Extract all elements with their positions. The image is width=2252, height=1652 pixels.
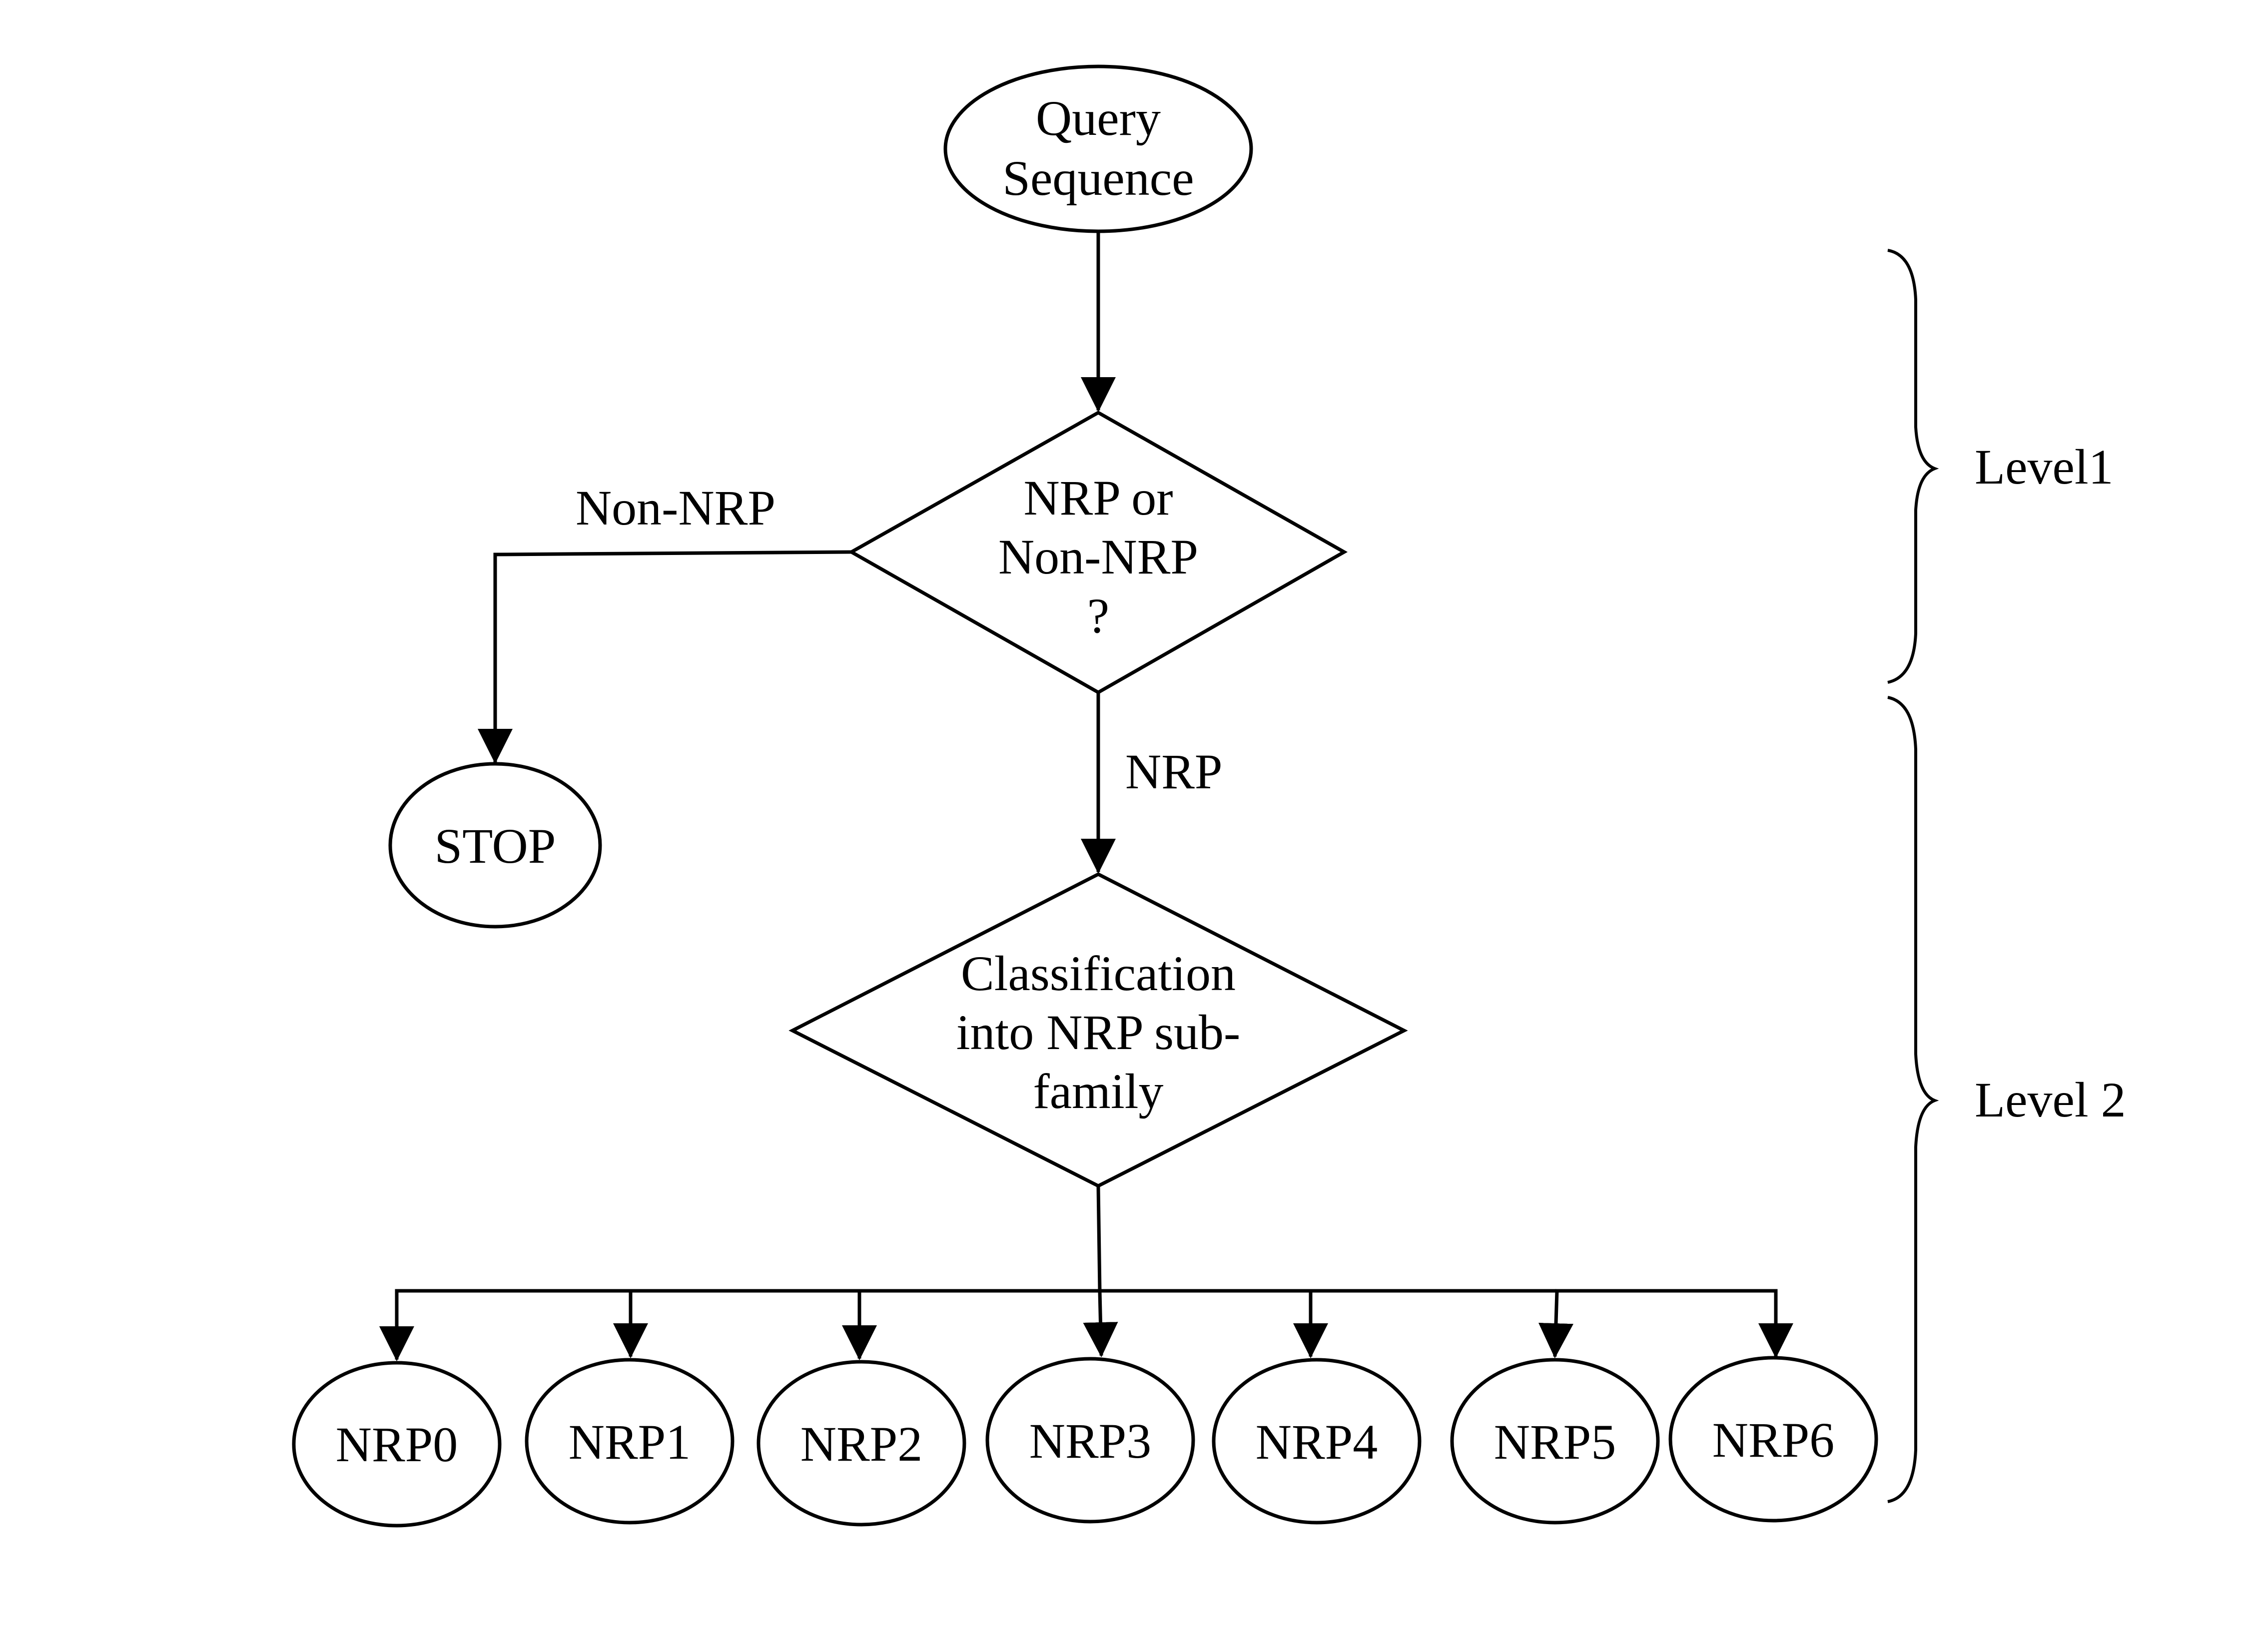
nrp1-node: NRP1 <box>525 1358 735 1525</box>
classification-line-3: family <box>1033 1064 1163 1119</box>
nrp-decision-line-2: Non-NRP <box>998 529 1198 584</box>
query-sequence-node: Query Sequence <box>943 64 1253 233</box>
stop-label: STOP <box>435 818 556 874</box>
level1-label: Level1 <box>1975 439 2114 495</box>
nrp4-node: NRP4 <box>1212 1358 1422 1525</box>
arrow-to-nrp3 <box>1083 1289 1118 1357</box>
nrp1-label: NRP1 <box>569 1414 691 1470</box>
nrp-decision-line-3: ? <box>1087 588 1109 643</box>
nrp4-label: NRP4 <box>1256 1414 1378 1470</box>
nrp5-node: NRP5 <box>1450 1358 1660 1525</box>
nrp6-label: NRP6 <box>1712 1412 1835 1468</box>
stop-node: STOP <box>388 762 602 929</box>
nrp-decision-line-1: NRP or <box>1023 470 1173 526</box>
connector-classification-trunk <box>1096 1184 1102 1293</box>
nrp3-label: NRP3 <box>1029 1413 1152 1469</box>
arrow-non-nrp-to-stop <box>478 550 853 764</box>
level1-brace <box>1887 249 1939 684</box>
arrow-to-nrp5 <box>1538 1289 1573 1358</box>
classification-line-2: into NRP sub- <box>956 1005 1241 1060</box>
nrp2-node: NRP2 <box>756 1360 966 1527</box>
query-sequence-line-2: Sequence <box>1002 150 1194 206</box>
level2-label: Level 2 <box>1975 1072 2126 1127</box>
nrp-decision-node: NRP or Non-NRP ? <box>847 410 1348 695</box>
non-nrp-edge-label: Non-NRP <box>576 480 775 536</box>
nrp0-label: NRP0 <box>336 1417 458 1472</box>
classification-line-1: Classification <box>961 946 1236 1001</box>
nrp3-node: NRP3 <box>985 1357 1195 1524</box>
nrp-edge-label: NRP <box>1125 744 1223 799</box>
query-sequence-line-1: Query <box>1036 90 1161 146</box>
nrp6-node: NRP6 <box>1668 1356 1878 1523</box>
nrp5-label: NRP5 <box>1494 1414 1616 1470</box>
nrp2-label: NRP2 <box>800 1416 923 1472</box>
level2-brace <box>1887 696 1939 1503</box>
classification-decision-node: Classification into NRP sub- family <box>788 872 1408 1188</box>
nrp0-node: NRP0 <box>292 1361 502 1528</box>
